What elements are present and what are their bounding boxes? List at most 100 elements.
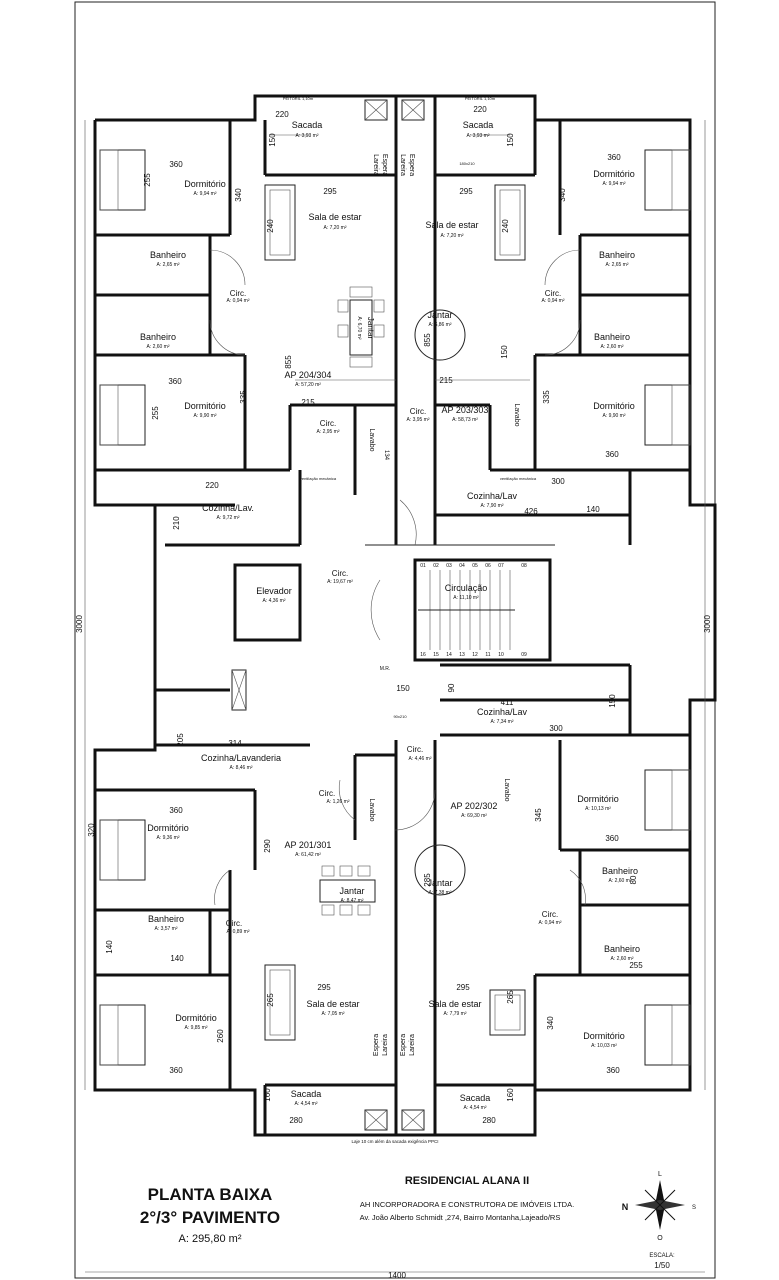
- room-name: Lavabo: [503, 779, 510, 802]
- room-name: Banheiro: [604, 944, 640, 954]
- room-name: Dormitório: [175, 1013, 217, 1023]
- room-name: Cozinha/Lav.: [202, 503, 254, 513]
- stair-step-number: 14: [446, 652, 452, 658]
- room-area: A: 8,47 m²: [340, 898, 363, 904]
- room-area: A: 4,54 m²: [463, 1105, 486, 1111]
- dim-text: 411: [501, 698, 514, 707]
- drawing-title-line1: PLANTA BAIXA: [148, 1185, 273, 1204]
- room-name: Jantar: [427, 310, 452, 320]
- lareira-label: Lareira: [382, 1034, 389, 1056]
- room-area: A: 7,20 m²: [323, 225, 346, 231]
- room-name: Sacada: [291, 1089, 322, 1099]
- room-name: Jantar: [366, 317, 375, 340]
- project-name: RESIDENCIAL ALANA II: [405, 1175, 529, 1187]
- room-area: A: 2,60 m²: [610, 956, 633, 962]
- dim-text: 255: [143, 173, 152, 187]
- dim-text: 345: [534, 808, 543, 822]
- dim-text: 150: [608, 694, 617, 708]
- room-name: Sacada: [463, 120, 494, 130]
- dim-text: 80: [629, 875, 638, 884]
- room-area: A: 4,54 m²: [294, 1101, 317, 1107]
- dim-text: 3000: [703, 615, 712, 633]
- sofas: [264, 184, 526, 1041]
- room-name: Circ.: [542, 910, 558, 919]
- dim-text: 220: [473, 105, 487, 114]
- door-swings: [209, 249, 586, 906]
- peitoril-label: PEITORIL 1,10m: [283, 96, 314, 101]
- stair-step-number: 06: [485, 563, 491, 569]
- building-walls: [93, 94, 717, 1137]
- annotation-labels: Espera Lareira Espera Lareira Espera Lar…: [283, 96, 537, 1144]
- room-name: Circ.: [332, 569, 348, 578]
- dim-text: 265: [506, 990, 515, 1004]
- dim-text: 160: [263, 1088, 272, 1102]
- dim-text: 340: [558, 188, 567, 202]
- laje-note: Laje 10 cm além da sacada exigência PPCI: [351, 1139, 438, 1144]
- room-area: A: 2,60 m²: [146, 344, 169, 350]
- room-name: Jantar: [427, 878, 452, 888]
- room-name: Circ.: [226, 919, 242, 928]
- room-labels: Sacada A: 3,93 m² Sacada A: 3,93 m² Dorm…: [140, 120, 640, 1111]
- compass-l: L: [658, 1171, 662, 1178]
- room-area: A: 10,13 m²: [585, 806, 611, 812]
- room-name: Cozinha/Lav: [467, 491, 518, 501]
- dim-text: 335: [239, 390, 248, 404]
- room-name: Sala de estar: [428, 999, 481, 1009]
- dim-text: 360: [605, 450, 619, 459]
- room-area: A: 3,57 m²: [154, 926, 177, 932]
- room-name: Sala de estar: [306, 999, 359, 1009]
- stair-numbers: 01 02 03 04 05 06 07 08 16 15 14 13 12 1…: [420, 563, 527, 658]
- room-name: Sala de estar: [425, 220, 478, 230]
- dim-text: 290: [263, 839, 272, 853]
- room-name: AP 203/303: [442, 405, 489, 415]
- dim-text: 255: [629, 961, 643, 970]
- room-area: A: 6,70 m²: [356, 316, 362, 339]
- dim-text: 855: [423, 333, 432, 347]
- room-name: Banheiro: [602, 866, 638, 876]
- stair-step-number: 02: [433, 563, 439, 569]
- dim-text: 335: [542, 390, 551, 404]
- dim-text: 360: [607, 153, 621, 162]
- room-area: A: 0,94 m²: [538, 920, 561, 926]
- dim-text: 140: [170, 954, 184, 963]
- room-area: A: 8,46 m²: [229, 765, 252, 771]
- dim-text: 340: [234, 188, 243, 202]
- dimension-lines: [84, 120, 706, 1273]
- room-area: A: 0,94 m²: [541, 298, 564, 304]
- dim-text: 360: [605, 834, 619, 843]
- room-area: A: 2,65 m²: [156, 262, 179, 268]
- room-name: Lavabo: [513, 404, 520, 427]
- espera-label: Espera: [400, 1034, 407, 1056]
- dim-text: 240: [501, 219, 510, 233]
- stair-step-number: 05: [472, 563, 478, 569]
- room-name: Sacada: [292, 120, 323, 130]
- dim-text: 314: [228, 739, 242, 748]
- dim-text: 855: [284, 355, 293, 369]
- espera-label: Espera: [373, 1034, 380, 1056]
- total-area: A: 295,80 m²: [179, 1233, 242, 1245]
- espera-label: Espera: [408, 154, 415, 176]
- room-area: A: 6,86 m²: [428, 322, 451, 328]
- dim-text: 265: [266, 993, 275, 1007]
- dim-text: 3000: [75, 615, 84, 633]
- room-name: Cozinha/Lav: [477, 707, 528, 717]
- room-area: A: 9,85 m²: [184, 1025, 207, 1031]
- dim-text: 360: [606, 1066, 620, 1075]
- room-area: A: 0,94 m²: [226, 298, 249, 304]
- room-area: A: 57,20 m²: [295, 382, 321, 388]
- dim-text: 426: [524, 507, 538, 516]
- room-name: Banheiro: [594, 332, 630, 342]
- dim-text: 205: [176, 733, 185, 747]
- dim-text: 295: [456, 983, 470, 992]
- room-name: Dormitório: [593, 169, 635, 179]
- room-area: A: 7,90 m²: [480, 503, 503, 509]
- room-name: AP 202/302: [451, 801, 498, 811]
- compass-icon: L O N S: [622, 1171, 696, 1242]
- room-name: Dormitório: [577, 794, 619, 804]
- room-area: A: 10,03 m²: [591, 1043, 617, 1049]
- scale-value: 1/50: [654, 1261, 670, 1270]
- stair-steps: [418, 570, 515, 650]
- dim-text: 255: [151, 406, 160, 420]
- dim-text: 260: [216, 1029, 225, 1043]
- stair-step-number: 04: [459, 563, 465, 569]
